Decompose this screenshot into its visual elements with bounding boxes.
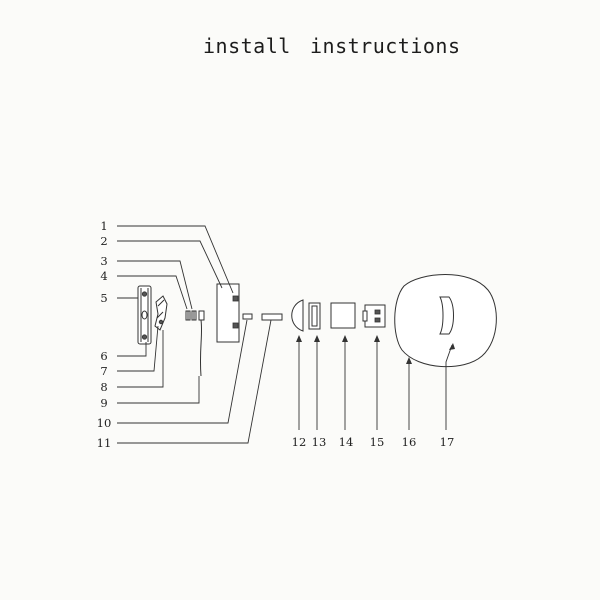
callout-6: 6 (100, 349, 107, 363)
part-17-inner-reflector (439, 296, 454, 335)
callout-3: 3 (100, 254, 107, 268)
bottom-callout-labels: 12 13 14 15 16 17 (292, 435, 455, 449)
part-5-mounting-bracket (137, 285, 152, 345)
callout-14: 14 (339, 435, 354, 449)
callout-13: 13 (312, 435, 327, 449)
part-13-ring (308, 302, 321, 330)
arrowheads (296, 335, 455, 364)
callout-15: 15 (370, 435, 385, 449)
part-14-sleeve (330, 302, 356, 329)
callout-5: 5 (100, 291, 107, 305)
callout-7: 7 (100, 364, 107, 378)
part-10-nut (242, 313, 253, 320)
part-15-socket (362, 304, 386, 328)
callout-12: 12 (292, 435, 307, 449)
callout-17: 17 (440, 435, 455, 449)
part-12-cap (291, 299, 304, 332)
part-2-canopy (216, 283, 240, 343)
callout-1: 1 (100, 219, 107, 233)
callout-11: 11 (97, 436, 112, 450)
callout-4: 4 (100, 269, 107, 283)
leader-lines (117, 225, 453, 444)
part-3-4-screws (185, 310, 197, 321)
title-word-instructions: instructions (310, 34, 461, 58)
callout-9: 9 (100, 396, 107, 410)
callout-2: 2 (100, 234, 107, 248)
part-7-clip (154, 295, 168, 331)
callout-8: 8 (100, 380, 107, 394)
part-11-threaded-tube (261, 313, 283, 321)
title-word-install: install (203, 34, 291, 58)
callout-16: 16 (402, 435, 417, 449)
left-callout-labels: 1 2 3 4 5 6 7 8 9 10 11 (97, 219, 112, 450)
part-9-wire (198, 310, 205, 377)
callout-10: 10 (97, 416, 112, 430)
